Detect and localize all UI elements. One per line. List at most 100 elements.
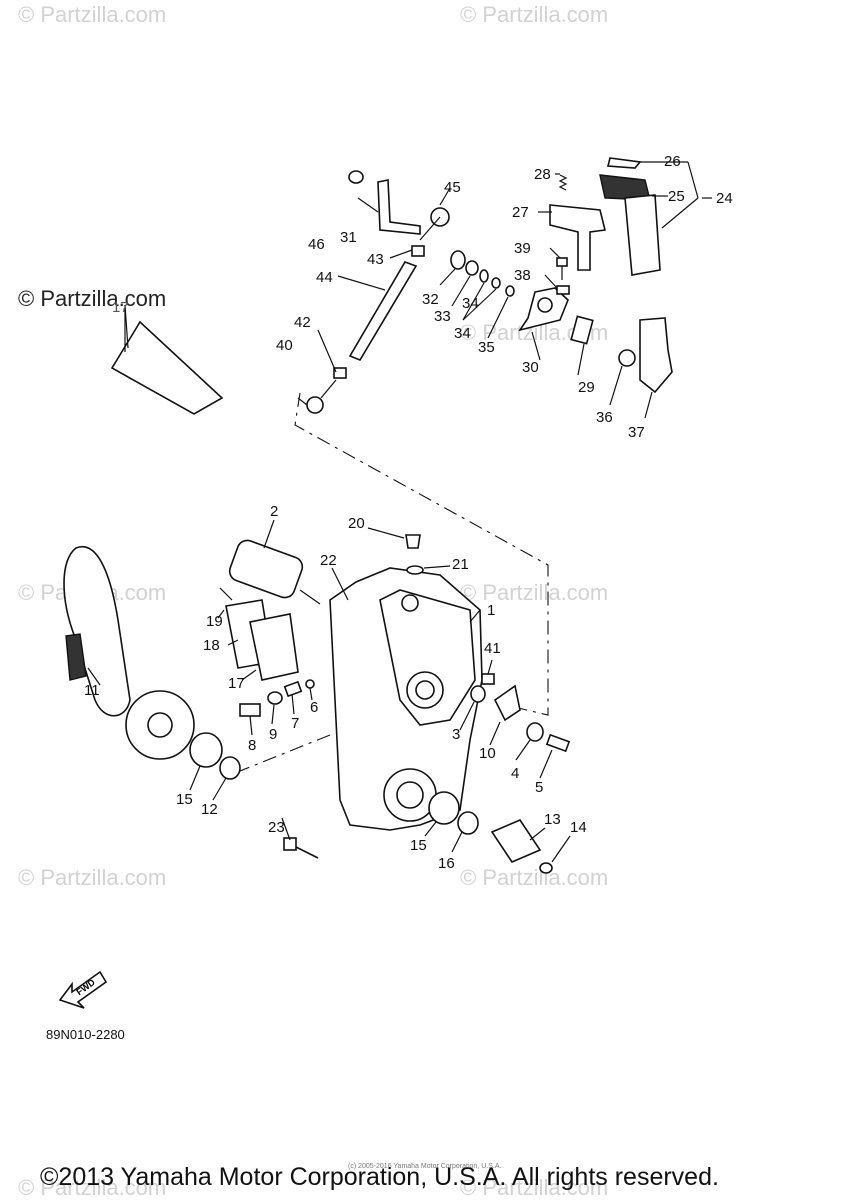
- part-15b: [428, 791, 460, 825]
- callout-31: 31: [340, 229, 357, 246]
- callout-23: 23: [268, 819, 285, 836]
- watermark: © Partzilla.com: [460, 865, 609, 890]
- callout-13: 13: [544, 811, 561, 828]
- callout-26: 26: [664, 153, 681, 170]
- watermark: © Partzilla.com: [460, 1175, 609, 1200]
- callout-15b: 15: [410, 837, 427, 854]
- callout-20: 20: [348, 515, 365, 532]
- callout-34: 34: [454, 325, 471, 342]
- part-7: [283, 680, 303, 698]
- callout-3: 3: [452, 726, 461, 743]
- part-40: [306, 396, 324, 414]
- watermark-dark: © Partzilla.com: [18, 286, 167, 311]
- callout-24: 24: [716, 190, 733, 207]
- part-34b: [491, 277, 501, 289]
- part-8: [239, 703, 261, 717]
- callout-44: 44: [316, 269, 333, 286]
- part-28: [558, 174, 568, 191]
- watermark: © Partzilla.com: [460, 580, 609, 605]
- callout-19: 19: [206, 613, 223, 630]
- callout-21: 21: [452, 556, 469, 573]
- callout-27: 27: [512, 204, 529, 221]
- part-2: [228, 539, 304, 599]
- callout-7: 7: [291, 715, 300, 732]
- callout-15: 15: [176, 791, 193, 808]
- callout-36: 36: [596, 409, 613, 426]
- callout-47: 17: [112, 299, 129, 316]
- callout-42: 42: [294, 314, 311, 331]
- part-3: [470, 685, 486, 703]
- part-35: [505, 285, 515, 297]
- callout-10: 10: [479, 745, 496, 762]
- callout-33: 33: [434, 308, 451, 325]
- callout-40: 40: [276, 337, 293, 354]
- part-46: [348, 170, 364, 184]
- part-43: [411, 245, 425, 257]
- part-19: [219, 587, 233, 601]
- callout-35: 35: [478, 339, 495, 356]
- part-1: [379, 589, 476, 726]
- part-29: [570, 315, 594, 345]
- callout-6: 6: [310, 699, 319, 716]
- part-26: [606, 157, 642, 169]
- callout-34b: 34: [462, 295, 479, 312]
- part-44: [348, 261, 418, 361]
- part-31: [377, 179, 421, 235]
- callout-1: 1: [487, 602, 496, 619]
- callout-2: 2: [270, 503, 279, 520]
- part-33: [465, 260, 479, 276]
- part-36: [618, 349, 636, 367]
- callout-12: 12: [201, 801, 218, 818]
- callout-46: 46: [308, 236, 325, 253]
- part-6: [305, 679, 315, 689]
- callout-9: 9: [269, 726, 278, 743]
- callout-8: 8: [248, 737, 257, 754]
- part-20: [405, 534, 421, 549]
- callout-28: 28: [534, 166, 551, 183]
- diagram-code: 89N010-2280: [46, 1027, 125, 1042]
- callout-30: 30: [522, 359, 539, 376]
- callout-32: 32: [422, 291, 439, 308]
- part-42: [333, 367, 347, 379]
- part-34: [479, 269, 489, 283]
- part-10: [493, 684, 521, 722]
- part-39: [556, 257, 568, 267]
- callout-43: 43: [367, 251, 384, 268]
- callout-14: 14: [570, 819, 587, 836]
- part-14: [539, 862, 553, 874]
- callout-38: 38: [514, 267, 531, 284]
- callout-41: 41: [484, 640, 501, 657]
- callout-11: 11: [84, 682, 100, 699]
- fwd-arrow-icon: [58, 970, 108, 1009]
- watermark: © Partzilla.com: [18, 2, 167, 27]
- part-5: [545, 733, 571, 753]
- part-38: [556, 285, 570, 295]
- watermark: © Partzilla.com: [18, 865, 167, 890]
- decal-47: [110, 320, 224, 415]
- part-11: [63, 545, 131, 717]
- callout-17: 17: [228, 675, 245, 692]
- small-copyright-notice: (c) 2005-2016 Yamaha Motor Corporation, …: [348, 1163, 502, 1170]
- watermark: © Partzilla.com: [18, 1175, 167, 1200]
- part-17: [249, 613, 299, 681]
- watermark: © Partzilla.com: [460, 2, 609, 27]
- callout-45: 45: [444, 179, 461, 196]
- part-24: [624, 194, 661, 276]
- part-13: [490, 819, 542, 863]
- callout-16: 16: [438, 855, 455, 872]
- callout-4: 4: [511, 765, 520, 782]
- callout-18: 18: [203, 637, 220, 654]
- part-21: [406, 565, 424, 575]
- part-9: [267, 691, 283, 705]
- part-12: [219, 756, 241, 780]
- part-15: [189, 732, 223, 768]
- callout-25: 25: [668, 188, 685, 205]
- callout-5: 5: [535, 779, 544, 796]
- part-4: [526, 722, 544, 742]
- part-27: [549, 204, 606, 271]
- part-16: [457, 811, 479, 835]
- part-41: [481, 673, 495, 685]
- part-37: [639, 317, 673, 394]
